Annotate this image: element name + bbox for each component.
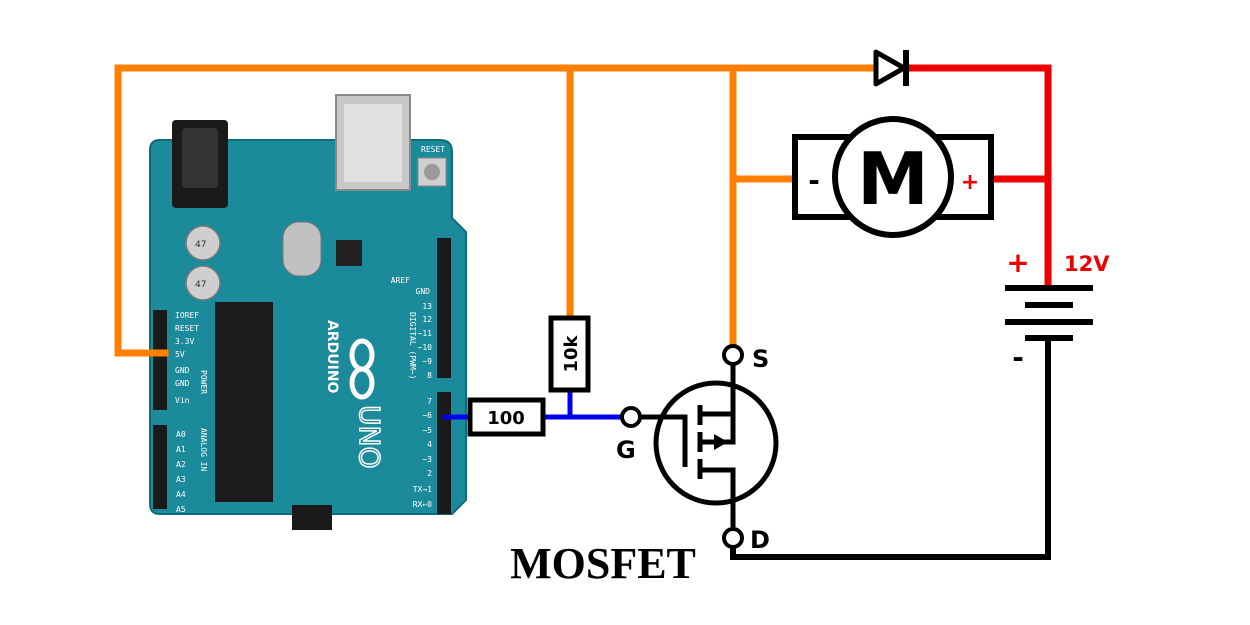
analog-header-labels: A0 A1 A2 A3 A4 A5: [176, 430, 186, 514]
pin-label: A3: [176, 475, 186, 484]
pin-label: AREF: [391, 276, 410, 285]
digital-section-label: DIGITAL (PWM~): [408, 312, 417, 379]
pullup-resistor-label: 10k: [561, 334, 582, 372]
pin-label: ~3: [422, 455, 432, 464]
battery-plus-label: +: [1006, 246, 1029, 279]
diode: [873, 49, 909, 87]
gate-pin-label: G: [616, 436, 636, 464]
wires: [114, 64, 1052, 560]
pin-label: 4: [427, 440, 432, 449]
mosfet-body-lead: [700, 414, 736, 445]
pin-label: 7: [427, 397, 432, 406]
mosfet-gate-lead: [640, 414, 688, 467]
mosfet-gate-terminal: [620, 406, 642, 428]
motor-plus-label: +: [961, 170, 979, 195]
pin-label: 5V: [175, 350, 185, 359]
wire-positive-rail: [904, 64, 1052, 291]
gate-resistor-body: [467, 397, 546, 437]
arduino-logo-text: ARDUINO: [324, 320, 340, 394]
power-section-label: POWER: [199, 370, 208, 394]
power-header-labels: IOREF RESET 3.3V 5V GND GND Vin: [175, 311, 199, 405]
arduino-logo: [349, 338, 375, 400]
pin-label: 13: [422, 302, 432, 311]
mosfet-drain-lead: [700, 467, 736, 529]
motor-circle: [832, 116, 954, 238]
reset-label: RESET: [421, 145, 445, 154]
motor: M - +: [792, 116, 994, 238]
wire-5v-rail: [114, 64, 880, 357]
pin-label: ~11: [418, 329, 433, 338]
pin-label: GND: [416, 287, 431, 296]
pin-label: 8: [427, 371, 432, 380]
wire-ground: [730, 335, 1051, 560]
analog-section-label: ANALOG IN: [199, 428, 208, 472]
pin-label: A4: [176, 490, 186, 499]
mosfet: S G D: [616, 344, 779, 554]
pin-label: IOREF: [175, 311, 199, 320]
pin-label: ~6: [422, 411, 432, 420]
pin-label: A1: [176, 445, 186, 454]
pullup-resistor-body: [548, 315, 591, 393]
pin-label: RX←0: [413, 500, 432, 509]
battery-voltage-label: 12V: [1064, 252, 1110, 276]
mosfet-drain-terminal: [722, 527, 744, 549]
mosfet-arrow: [714, 434, 728, 450]
pin-label: RESET: [175, 324, 199, 333]
pin-label: ~9: [422, 357, 432, 366]
battery: + - 12V: [1005, 246, 1110, 374]
usb-chip: [336, 240, 362, 266]
pin-label: 2: [427, 469, 432, 478]
pin-label: GND: [175, 379, 190, 388]
motor-label: M: [857, 137, 929, 221]
pin-label: A2: [176, 460, 186, 469]
crystal-oscillator: [282, 221, 322, 277]
pin-label: A5: [176, 505, 186, 514]
mosfet-source-terminal: [722, 344, 744, 366]
motor-minus-label: -: [808, 164, 820, 197]
drain-pin-label: D: [750, 526, 770, 554]
capacitor-value-1: 47: [195, 240, 206, 250]
digital-header-high: [437, 238, 451, 378]
source-pin-label: S: [752, 345, 769, 373]
pin-label: 12: [422, 315, 432, 324]
uno-model-text: UNO: [353, 405, 386, 468]
capacitor-value-2: 47: [195, 280, 206, 290]
digital-header-low: [437, 392, 451, 514]
icsp-header: [292, 505, 332, 530]
diode-body: [873, 49, 907, 87]
pin-label: ~10: [418, 343, 433, 352]
capacitor-1: [185, 225, 221, 261]
gate-resistor: 100: [467, 397, 546, 437]
analog-header: [153, 425, 167, 509]
pin-label: TX→1: [413, 485, 432, 494]
arduino-uno-board: RESET 47 47 IOREF RESET 3.3V 5V GND GND …: [149, 94, 467, 530]
pin-label: 3.3V: [175, 337, 194, 346]
pullup-resistor: 10k: [548, 315, 591, 393]
gate-resistor-label: 100: [487, 408, 525, 429]
power-header: [153, 310, 167, 410]
arduino-site-text: ARDUINO.CC: [218, 515, 266, 524]
battery-minus-label: -: [1012, 341, 1024, 374]
pin-label: ~5: [422, 426, 432, 435]
atmega-chip: [215, 302, 273, 502]
capacitor-2: [185, 265, 221, 301]
digital-header-labels: AREF GND 13 12 ~11 ~10 ~9 8 7 ~6 ~5 4 ~3…: [391, 276, 432, 509]
pin-label: GND: [175, 366, 190, 375]
pin-label: A0: [176, 430, 186, 439]
pin-label: Vin: [175, 396, 190, 405]
diagram-title: MOSFET: [510, 539, 696, 588]
